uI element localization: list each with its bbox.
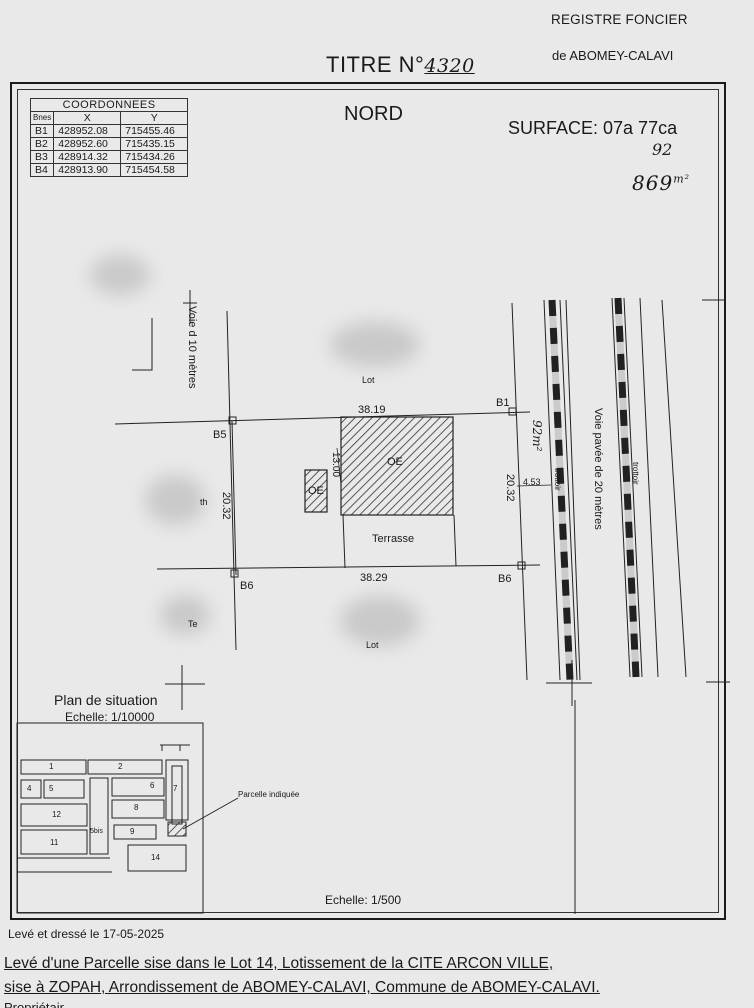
title-number: TITRE N°4320 (326, 52, 475, 78)
handwritten-side-area: 92m² (530, 420, 544, 452)
left-neighbor-top: th (200, 497, 208, 507)
lot-4: 4 (27, 784, 32, 793)
handwritten-869: 869m² (632, 171, 690, 195)
plan-outer-frame (10, 82, 726, 920)
sidewalk-right-label: trottoir (631, 462, 640, 485)
lot-5bis: 5bis (90, 828, 103, 835)
left-neighbor-bottom: Te (188, 619, 198, 629)
cell-y: 715454.58 (120, 163, 189, 177)
dim-left: 20.32 (220, 492, 232, 520)
description-line-2: sise à ZOPAH, Arrondissement de ABOMEY-C… (4, 979, 600, 996)
lot-8: 8 (134, 803, 139, 812)
redaction-smudge (90, 255, 150, 295)
road-right-label: Voie pavée de 20 mètres (592, 408, 604, 530)
cell-borne: B4 (29, 163, 55, 177)
surface-label: SURFACE: 07a 77ca (508, 118, 678, 138)
sidewalk-left-label: trottoir (553, 468, 562, 491)
lot-9: 9 (130, 827, 135, 836)
lot-7: 7 (173, 784, 178, 793)
lot-5: 5 (49, 784, 54, 793)
corner-b6-left: B6 (240, 580, 254, 592)
dim-inner: 13.00 (330, 452, 341, 478)
description-line-1: Levé d'une Parcelle sise dans le Lot 14,… (4, 955, 554, 972)
description-line-3: Propriétaire (4, 1000, 64, 1008)
lot-bottom-label: Lot (366, 640, 379, 650)
redaction-smudge (330, 322, 420, 367)
handwritten-unit: m² (673, 172, 691, 186)
lot-top-label: Lot (362, 375, 375, 385)
oe-large-label: OE (387, 456, 403, 468)
lot-1: 1 (49, 762, 54, 771)
terrace-label: Terrasse (372, 533, 415, 545)
lot-14: 14 (151, 853, 160, 862)
handwritten-869-value: 869 (632, 171, 674, 195)
dim-bottom: 38.29 (360, 572, 388, 584)
survey-date: Levé et dressé le 17-05-2025 (8, 927, 165, 941)
plan-scale: Echelle: 1/500 (325, 893, 402, 907)
redaction-smudge (145, 475, 205, 525)
north-label: NORD (344, 103, 403, 125)
corner-b6-right: B6 (498, 573, 512, 585)
cell-y: 715455.46 (120, 124, 189, 138)
dim-sidewalk: 4.53 (523, 477, 541, 487)
corner-b5: B5 (213, 429, 227, 441)
registry-city: de ABOMEY-CALAVI (552, 48, 674, 63)
registry-label: REGISTRE FONCIER (551, 12, 688, 27)
lot-6: 6 (150, 781, 155, 790)
redaction-smudge (340, 596, 420, 646)
coordinates-caption: COORDONNEES (29, 98, 189, 112)
plan-inner-frame (17, 89, 719, 913)
title-number-handwritten: 4320 (424, 55, 475, 77)
corner-b1: B1 (496, 397, 510, 409)
title-prefix: TITRE N° (326, 52, 425, 77)
handwritten-92: 92 (652, 140, 673, 159)
dim-right: 20.32 (504, 474, 516, 502)
lot-2: 2 (118, 762, 123, 771)
situation-plan-title: Plan de situation (54, 692, 158, 708)
lot-12: 12 (52, 810, 61, 819)
situation-plan-scale: Echelle: 1/10000 (65, 710, 155, 724)
oe-small-label: OE (308, 485, 324, 497)
parcel-indicated-label: Parcelle indiquée (238, 790, 300, 799)
dim-top: 38.19 (358, 404, 386, 416)
lot-11: 11 (50, 838, 59, 847)
road-left-label: Voie d 10 mètres (186, 306, 198, 389)
redaction-smudge (160, 595, 210, 635)
